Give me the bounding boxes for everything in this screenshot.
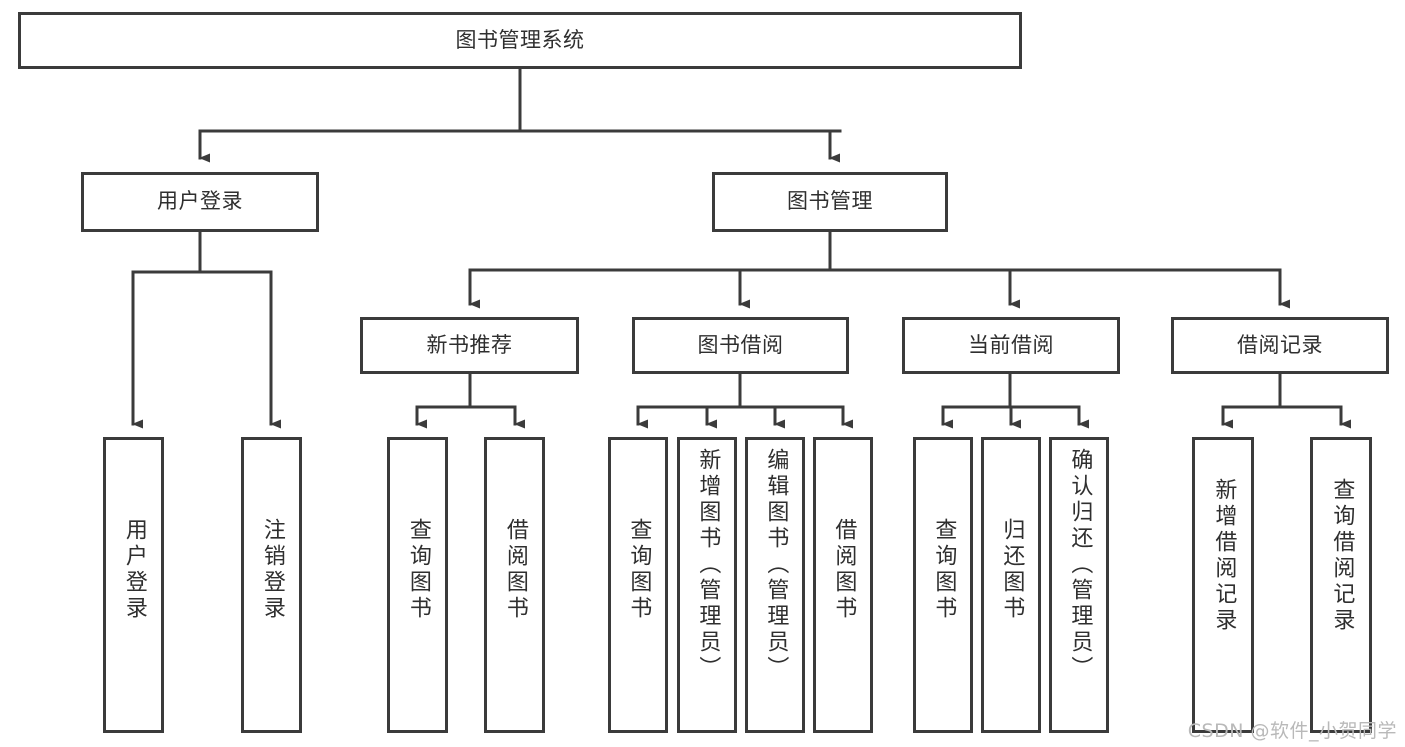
node-leaf-borrow-books-rec-label: 借阅图书 bbox=[502, 518, 528, 622]
node-leaf-query-books-label: 查询图书 bbox=[626, 518, 652, 622]
node-leaf-borrow-books-rec[interactable]: 借阅图书 bbox=[484, 437, 545, 733]
node-leaf-confirm-return-admin-label: 确认归还（管理员） bbox=[1067, 448, 1093, 682]
node-leaf-add-book-admin-label: 新增图书（管理员） bbox=[695, 448, 721, 682]
node-leaf-query-books-current[interactable]: 查询图书 bbox=[913, 437, 973, 733]
node-leaf-query-borrow-record-label: 查询借阅记录 bbox=[1329, 478, 1355, 634]
node-new-book-recommend[interactable]: 新书推荐 bbox=[360, 317, 579, 374]
node-leaf-add-book-admin[interactable]: 新增图书（管理员） bbox=[677, 437, 737, 733]
node-leaf-confirm-return-admin[interactable]: 确认归还（管理员） bbox=[1049, 437, 1109, 733]
node-leaf-logout[interactable]: 注销登录 bbox=[241, 437, 302, 733]
node-book-management[interactable]: 图书管理 bbox=[712, 172, 948, 232]
node-leaf-user-login[interactable]: 用户登录 bbox=[103, 437, 164, 733]
node-leaf-return-books-label: 归还图书 bbox=[999, 518, 1025, 622]
node-new-book-recommend-label: 新书推荐 bbox=[426, 332, 513, 357]
node-leaf-query-books-current-label: 查询图书 bbox=[931, 518, 957, 622]
node-leaf-edit-book-admin[interactable]: 编辑图书（管理员） bbox=[745, 437, 805, 733]
node-leaf-query-borrow-record[interactable]: 查询借阅记录 bbox=[1310, 437, 1372, 733]
node-leaf-query-books[interactable]: 查询图书 bbox=[608, 437, 668, 733]
node-leaf-edit-book-admin-label: 编辑图书（管理员） bbox=[763, 448, 789, 682]
node-leaf-borrow-books[interactable]: 借阅图书 bbox=[813, 437, 873, 733]
node-leaf-query-books-rec-label: 查询图书 bbox=[405, 518, 431, 622]
node-borrow-record[interactable]: 借阅记录 bbox=[1171, 317, 1389, 374]
node-leaf-query-books-rec[interactable]: 查询图书 bbox=[387, 437, 448, 733]
node-leaf-return-books[interactable]: 归还图书 bbox=[981, 437, 1041, 733]
node-borrow-record-label: 借阅记录 bbox=[1237, 332, 1323, 357]
node-current-borrow[interactable]: 当前借阅 bbox=[902, 317, 1120, 374]
node-leaf-borrow-books-label: 借阅图书 bbox=[831, 518, 857, 622]
node-user-login-label: 用户登录 bbox=[157, 189, 243, 214]
node-leaf-user-login-label: 用户登录 bbox=[121, 518, 147, 622]
node-root-label: 图书管理系统 bbox=[455, 27, 585, 52]
node-book-borrow[interactable]: 图书借阅 bbox=[632, 317, 849, 374]
node-current-borrow-label: 当前借阅 bbox=[968, 332, 1054, 357]
node-root[interactable]: 图书管理系统 bbox=[18, 12, 1022, 69]
node-user-login[interactable]: 用户登录 bbox=[81, 172, 319, 232]
node-book-borrow-label: 图书借阅 bbox=[697, 332, 784, 357]
node-leaf-add-borrow-record[interactable]: 新增借阅记录 bbox=[1192, 437, 1254, 733]
node-book-management-label: 图书管理 bbox=[787, 189, 873, 214]
node-leaf-add-borrow-record-label: 新增借阅记录 bbox=[1211, 478, 1237, 634]
node-leaf-logout-label: 注销登录 bbox=[259, 518, 285, 622]
